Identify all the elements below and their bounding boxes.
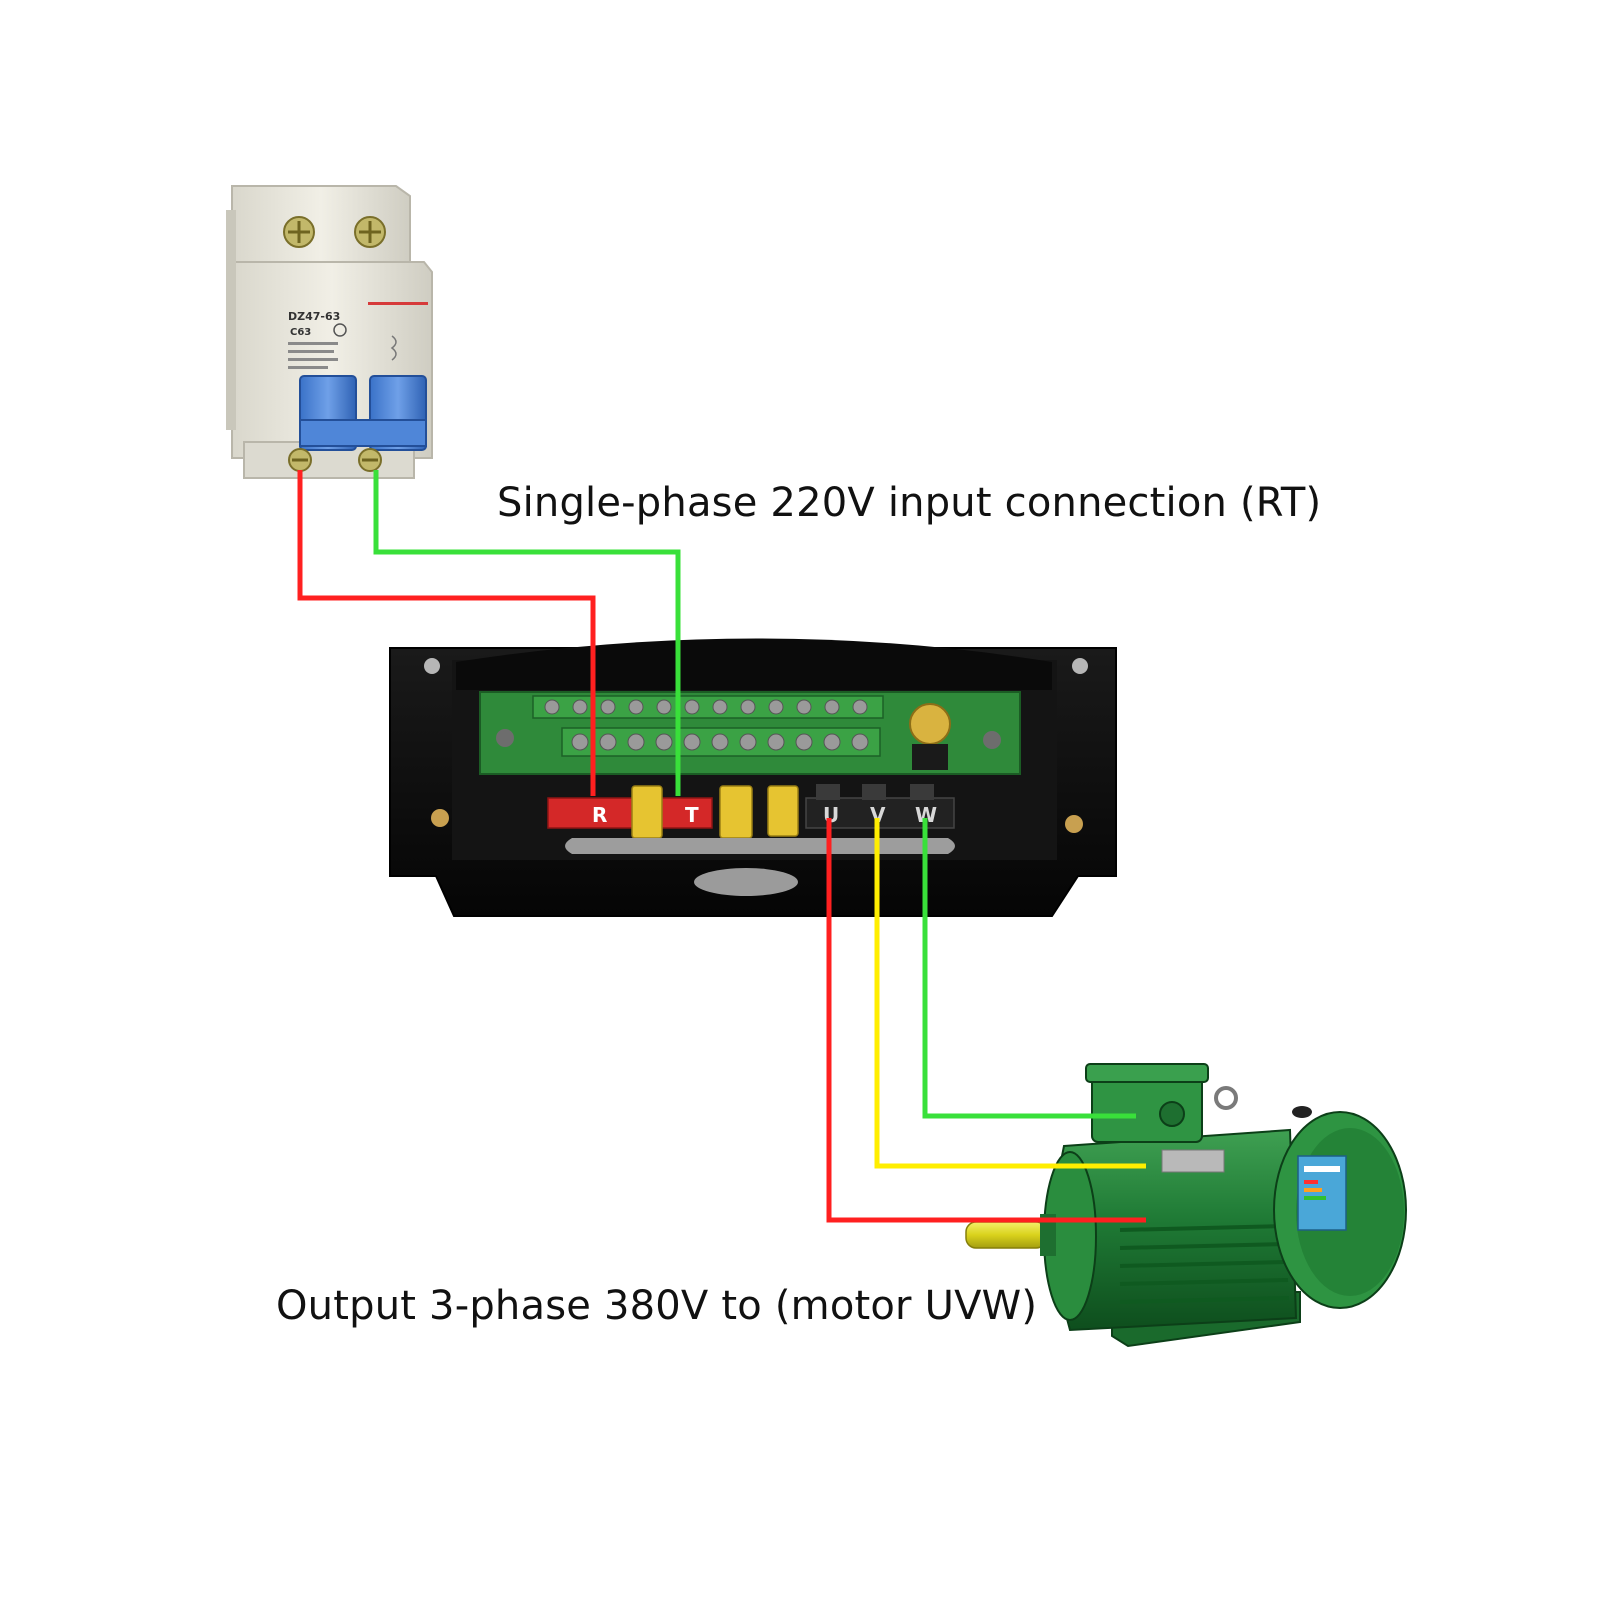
wire-breaker-to-r <box>297 470 596 796</box>
terminal-t-label: T <box>685 803 699 827</box>
input-connection-caption: Single-phase 220V input connection (RT) <box>497 480 1322 526</box>
wire-u-to-motor <box>826 818 1146 1223</box>
terminal-r-label: R <box>592 803 607 827</box>
terminal-v-label: V <box>870 803 886 827</box>
wire-v-to-motor <box>874 818 1146 1169</box>
breaker-rating-label: C63 <box>290 327 311 338</box>
circuit-breaker-icon: DZ47-63 C63 <box>226 185 433 479</box>
output-connection-caption: Output 3-phase 380V to (motor UVW) <box>276 1283 1038 1329</box>
terminal-w-label: W <box>915 803 937 827</box>
inverter-terminal-block-icon: R T U V W <box>389 638 1117 917</box>
breaker-model-label: DZ47-63 <box>288 310 340 323</box>
electric-motor-icon <box>965 1063 1407 1348</box>
wire-breaker-to-t <box>373 470 681 796</box>
wire-w-to-motor <box>922 818 1136 1119</box>
